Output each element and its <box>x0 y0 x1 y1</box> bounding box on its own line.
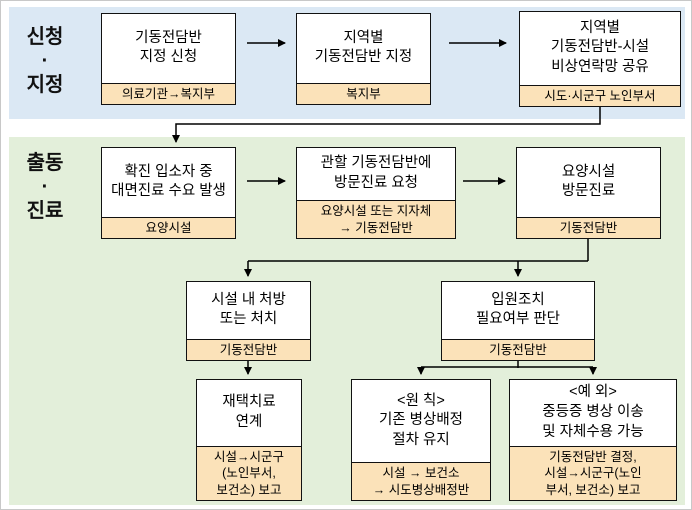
box-visit-request: 관할 기동전담반에 방문진료 요청 요양시설 또는 지자체 → 기동전담반 <box>296 147 456 239</box>
section-label-apply: 신청 · 지정 <box>26 26 64 96</box>
box-main-text: 지역별 기동전담반-시설 비상연락망 공유 <box>550 19 650 76</box>
box-main-text: 관할 기동전담반에 방문진료 요청 <box>320 155 432 191</box>
box-footer-text: 복지부 <box>297 82 430 104</box>
box-emergency-network-share: 지역별 기동전담반-시설 비상연락망 공유 시도·시군구 노인부서 <box>519 11 681 107</box>
box-main-text: 요양시설 방문진료 <box>561 163 616 200</box>
box-main-text: 재택치료 연계 <box>222 394 276 430</box>
box-footer-text: 요양시설 또는 지자체 → 기동전담반 <box>297 200 455 238</box>
box-facility-visit-care: 요양시설 방문진료 기동전담반 <box>516 147 661 239</box>
box-main-text: 기동전담반 지정 신청 <box>135 29 202 66</box>
box-principle-bed-assignment: <원 칙> 기존 병상배정 절차 유지 시설 → 보건소 → 시도병상배정반 <box>351 379 491 501</box>
box-main-text: 입원조치 필요여부 판단 <box>475 291 561 328</box>
box-hospitalization-decision: 입원조치 필요여부 판단 기동전담반 <box>441 281 595 361</box>
box-main-text: 지역별 기동전담반 지정 <box>314 29 413 66</box>
box-main-text: 시설 내 처방 또는 처치 <box>211 291 286 328</box>
box-footer-text: 기동전담반 <box>517 216 660 238</box>
box-main-text: <원 칙> 기존 병상배정 절차 유지 <box>378 392 464 448</box>
box-main-text: 확진 입소자 중 대면진료 수요 발생 <box>111 163 226 200</box>
box-main-text: <예 외> 중등증 병상 이송 및 자체수용 가능 <box>542 384 644 440</box>
box-footer-text: 기동전담반 <box>187 338 310 360</box>
section-label-dispatch: 출동 · 진료 <box>26 152 64 222</box>
box-exception-transfer: <예 외> 중등증 병상 이송 및 자체수용 가능 기동전담반 결정, 시설→시… <box>509 379 677 501</box>
box-apply-request: 기동전담반 지정 신청 의료기관→복지부 <box>101 13 236 105</box>
box-footer-text: 의료기관→복지부 <box>102 82 235 104</box>
box-footer-text: 시도·시군구 노인부서 <box>520 84 680 106</box>
box-regional-designation: 지역별 기동전담반 지정 복지부 <box>296 13 431 105</box>
box-footer-text: 시설→시군구 (노인부서, 보건소) 보고 <box>197 445 301 500</box>
box-home-care-link: 재택치료 연계 시설→시군구 (노인부서, 보건소) 보고 <box>196 379 302 501</box>
box-footer-text: 기동전담반 <box>442 338 594 360</box>
box-confirmed-case-demand: 확진 입소자 중 대면진료 수요 발생 요양시설 <box>101 147 236 239</box>
box-footer-text: 시설 → 보건소 → 시도병상배정반 <box>352 462 490 500</box>
box-footer-text: 기동전담반 결정, 시설→시군구(노인 부서, 보건소) 보고 <box>510 445 676 500</box>
box-footer-text: 요양시설 <box>102 216 235 238</box>
box-onsite-treatment: 시설 내 처방 또는 처치 기동전담반 <box>186 281 311 361</box>
